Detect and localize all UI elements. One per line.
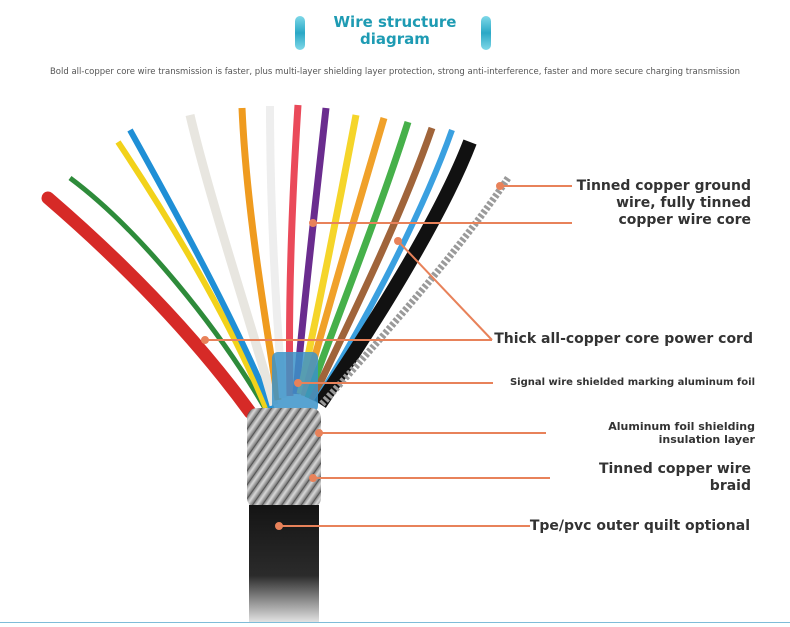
outer-jacket <box>249 505 319 623</box>
leader-lines <box>201 182 572 530</box>
wire-green-2 <box>304 120 412 400</box>
bottom-divider <box>0 622 790 623</box>
wire-orange <box>238 107 282 401</box>
label-foil-insulation: Aluminum foil shielding insulation layer <box>608 420 755 446</box>
label-signal-foil: Signal wire shielded marking aluminum fo… <box>509 377 755 388</box>
wire-black <box>314 139 477 408</box>
decorative-pill-right <box>481 16 491 50</box>
wire-blue <box>127 128 275 412</box>
braid-layer <box>247 408 321 508</box>
wire-ground <box>319 176 511 407</box>
diagram-title: Wire structure diagram <box>333 13 457 48</box>
wire-brown <box>308 126 436 402</box>
diagram-subtitle: Bold all-copper core wire transmission i… <box>49 67 741 77</box>
wire-blue-2 <box>313 128 455 404</box>
label-ground-wire: Tinned copper ground wire, fully tinned … <box>576 178 751 228</box>
label-power-cord: Thick all-copper core power cord <box>494 331 753 347</box>
wire-yellow <box>115 140 269 410</box>
wire-green <box>68 175 269 412</box>
label-braid: Tinned copper wire braid <box>598 461 751 494</box>
decorative-pill-left <box>295 16 305 50</box>
wire-white <box>185 113 279 407</box>
wire-red <box>41 191 257 419</box>
label-outer-jacket: Tpe/pvc outer quilt optional <box>529 518 750 534</box>
